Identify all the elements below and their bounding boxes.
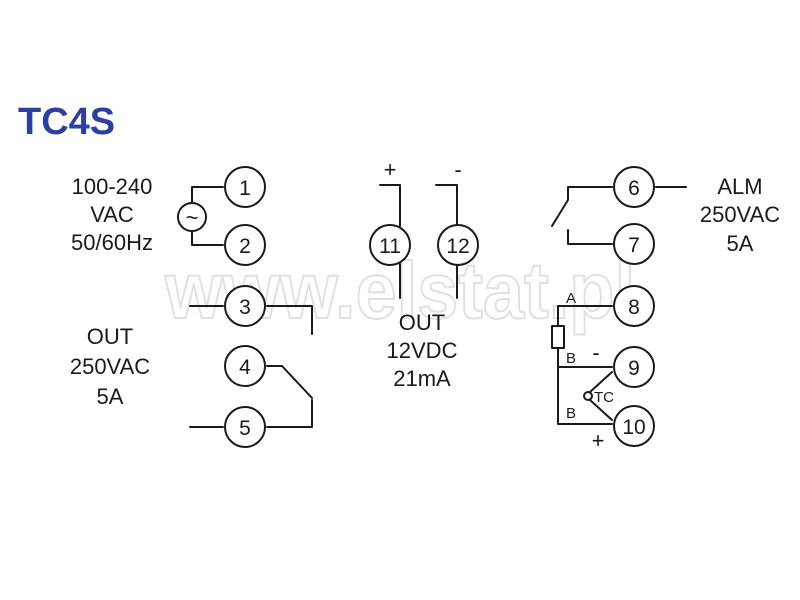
ssr-out-label: OUT xyxy=(399,310,445,335)
ac-source-circle xyxy=(177,202,207,232)
terminal-10: 10 xyxy=(613,405,655,447)
tc-wire-minus xyxy=(589,371,613,393)
terminal-4: 4 xyxy=(224,345,266,387)
relay-output-group: OUT 250VAC 5A xyxy=(70,305,313,428)
alarm-current-label: 5A xyxy=(727,231,754,256)
terminal-12: 12 xyxy=(437,224,479,266)
relay-voltage-label: 250VAC xyxy=(70,354,150,379)
ssr-output-group: + - OUT 12VDC 21mA xyxy=(379,157,462,391)
terminal-4-label: 4 xyxy=(239,356,251,379)
terminal-9: 9 xyxy=(613,346,655,388)
terminal-2-label: 2 xyxy=(239,235,251,258)
ac-source-symbol: ~ xyxy=(186,205,199,230)
relay-out-label: OUT xyxy=(87,324,133,349)
terminal-1: 1 xyxy=(224,166,266,208)
terminal-10-label: 10 xyxy=(622,416,645,439)
power-supply-group: 100-240 VAC 50/60Hz ~ xyxy=(71,174,224,255)
sensor-b-label-lower: B xyxy=(566,405,576,422)
power-type-label: VAC xyxy=(90,202,134,227)
terminal-3-label: 3 xyxy=(239,296,251,319)
ssr-current-label: 21mA xyxy=(393,366,451,391)
alarm-voltage-label: 250VAC xyxy=(700,202,780,227)
terminal-1-label: 1 xyxy=(239,177,251,200)
ssr-voltage-label: 12VDC xyxy=(387,338,458,363)
terminal-11: 11 xyxy=(369,224,411,266)
rtd-wire-b2 xyxy=(557,366,613,425)
alarm-group: ALM 250VAC 5A xyxy=(551,174,780,256)
relay-wire-3 xyxy=(189,305,313,335)
alarm-wire-6 xyxy=(551,186,613,227)
page-title: TC4S xyxy=(18,101,115,143)
terminal-2: 2 xyxy=(224,224,266,266)
terminal-6-label: 6 xyxy=(628,177,640,200)
ssr-wire-plus xyxy=(379,184,401,299)
terminal-12-label: 12 xyxy=(446,235,469,258)
ssr-minus-label: - xyxy=(454,157,461,182)
power-frequency-label: 50/60Hz xyxy=(71,230,153,255)
relay-wire-4 xyxy=(266,365,313,399)
terminal-9-label: 9 xyxy=(628,357,640,380)
terminal-7: 7 xyxy=(613,223,655,265)
tc-wire-plus xyxy=(589,399,613,421)
sensor-a-label: A xyxy=(566,290,576,307)
ssr-wire-minus xyxy=(435,184,458,299)
terminal-5-label: 5 xyxy=(239,417,251,440)
terminal-3: 3 xyxy=(224,285,266,327)
terminal-5: 5 xyxy=(224,406,266,448)
terminal-7-label: 7 xyxy=(628,234,640,257)
tc-minus-label: - xyxy=(592,340,599,365)
rtd-wire-a xyxy=(557,305,613,327)
terminal-8-label: 8 xyxy=(628,296,640,319)
sensor-group: A B B TC - + xyxy=(551,290,614,453)
relay-current-label: 5A xyxy=(97,384,124,409)
terminal-11-label: 11 xyxy=(379,235,401,258)
power-wire xyxy=(191,186,224,246)
tc-plus-label: + xyxy=(592,428,605,453)
thermocouple-junction xyxy=(583,391,593,401)
alarm-label: ALM xyxy=(717,174,762,199)
ssr-plus-label: + xyxy=(384,157,397,182)
sensor-b-label-upper: B xyxy=(566,350,576,367)
alarm-wire-7 xyxy=(567,229,613,245)
relay-wire-5 xyxy=(189,399,313,428)
power-voltage-label: 100-240 xyxy=(72,174,153,199)
thermocouple-label: TC xyxy=(594,389,614,406)
terminal-6: 6 xyxy=(613,166,655,208)
terminal-8: 8 xyxy=(613,285,655,327)
